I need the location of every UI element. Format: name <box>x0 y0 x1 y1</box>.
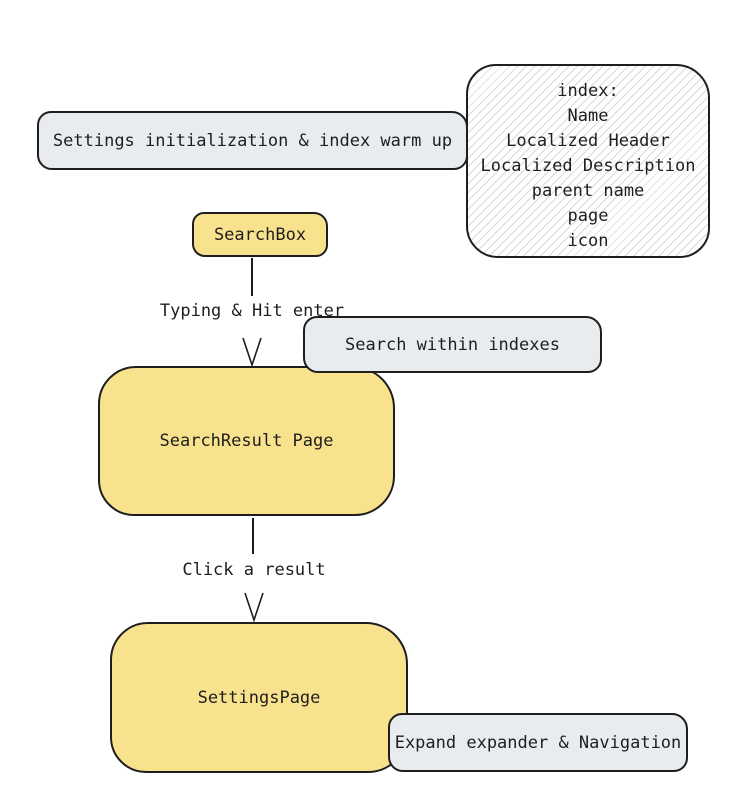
index-note-line: Name <box>567 106 609 126</box>
arrow-searchbox-to-searchresult[interactable] <box>251 258 253 296</box>
searchbox-label: SearchBox <box>213 224 307 245</box>
expand-navigation-label: Expand expander & Navigation <box>394 732 682 753</box>
arrow-typing-label[interactable]: Typing & Hit enter <box>159 300 345 322</box>
searchbox-node[interactable]: SearchBox <box>192 212 328 257</box>
settings-init-label: Settings initialization & index warm up <box>52 130 453 151</box>
index-note-line: Localized Header <box>506 131 670 151</box>
settingspage-node[interactable]: SettingsPage <box>110 622 408 773</box>
search-within-label: Search within indexes <box>345 334 560 355</box>
searchresult-page-label: SearchResult Page <box>159 431 334 451</box>
index-note-line: parent name <box>531 181 645 201</box>
index-fields-note[interactable]: index: Name Localized Header Localized D… <box>466 64 710 258</box>
search-within-annotation[interactable]: Search within indexes <box>303 316 602 373</box>
settingspage-label: SettingsPage <box>197 687 321 708</box>
settings-init-annotation[interactable]: Settings initialization & index warm up <box>37 111 468 170</box>
arrow-searchresult-to-settingspage[interactable] <box>252 518 254 554</box>
index-note-line: index: <box>557 81 619 101</box>
index-note-line: Localized Description <box>480 156 696 176</box>
index-note-line: icon <box>567 231 609 251</box>
arrowhead-down-icon <box>244 592 264 622</box>
searchresult-page-node[interactable]: SearchResult Page <box>98 366 395 516</box>
index-note-line: page <box>567 206 609 226</box>
arrow-click-label[interactable]: Click a result <box>182 559 326 581</box>
expand-navigation-annotation[interactable]: Expand expander & Navigation <box>388 713 688 772</box>
arrowhead-down-icon <box>242 337 262 367</box>
